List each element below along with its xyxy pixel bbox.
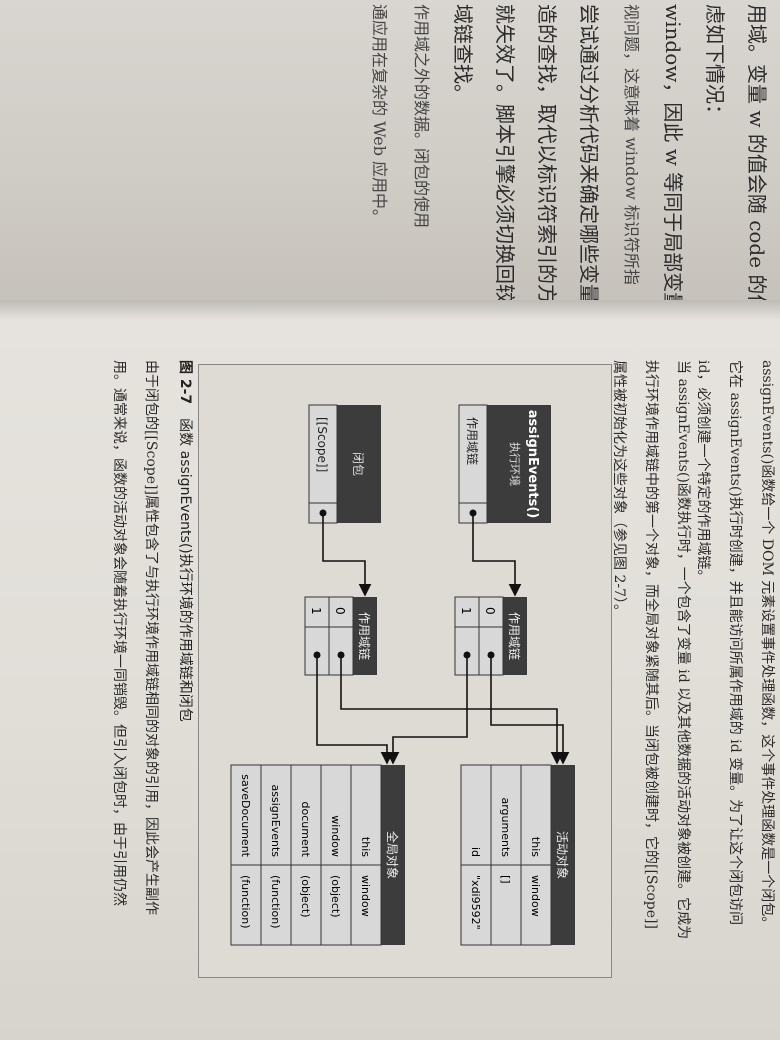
rotated-page-content: assignEvents()函数给一个 DOM 元素设置事件处理函数，这个事件处… [0, 300, 780, 1040]
exec-context-box: assignEvents() 执行环境 作用域链 [458, 404, 551, 524]
text-line: 用。通常来说，函数的活动对象会随着执行环境一同销毁。但引入闭包时，由于引用仍然 [111, 360, 127, 906]
text-line: 它在 assignEvents()执行时创建，并且能访问所属作用域的 id 变量… [727, 360, 743, 926]
index-1: 1 [309, 607, 323, 615]
previous-page-line: 通应用在复杂的 Web 应用中。 [370, 4, 389, 226]
previous-page-line: 视问题，这意味着 window 标识符所指 [622, 4, 641, 285]
paragraph-closure-intro: assignEvents()函数给一个 DOM 元素设置事件处理函数，这个事件处… [684, 360, 780, 1020]
activation-value: "xdi9592" [469, 875, 482, 930]
arrow-closure-to-chain [322, 513, 372, 597]
caption-label: 图 2-7 [177, 360, 193, 405]
previous-page-line: window，因此 w 等同于局部变量 window [661, 4, 685, 397]
global-object: 全局对象 this window window (object) documen… [230, 764, 405, 946]
index-1: 1 [459, 607, 473, 615]
activation-object: 活动对象 this window arguments [] id "xdi959… [460, 764, 575, 946]
global-value: (function) [239, 875, 252, 929]
previous-page-line: 就失效了。脚本引擎必须切换回较 [493, 4, 517, 304]
activation-key: this [529, 837, 542, 857]
figure-caption: 图 2-7 函数 assignEvents()执行环境的作用域链和闭包 [176, 360, 196, 722]
caption-text: 函数 assignEvents()执行环境的作用域链和闭包 [177, 418, 193, 722]
previous-page-line: 作用域之外的数据。闭包的使用 [412, 4, 431, 229]
index-0: 0 [333, 607, 347, 615]
figure-2-7: assignEvents() 执行环境 作用域链 闭包 [[Scope]] [198, 364, 612, 978]
previous-page-line: 尝试通过分析代码来确定哪些变量 [577, 4, 601, 304]
paragraph-side-effect: 由于闭包的[[Scope]]属性包含了与执行环境作用域链相同的对象的引用，因此会… [100, 360, 164, 1020]
text-line: 执行环境作用域链中的第一个对象，而全局对象紧随其后。当闭包被创建时，它的[[Sc… [643, 360, 659, 929]
previous-page-line: 用域。变量 w 的值会随 code 的值改变 [745, 4, 769, 355]
exec-context-title: assignEvents() [525, 410, 540, 519]
arrow-chain1-to-activation [490, 655, 570, 765]
global-value: (function) [269, 875, 282, 929]
activation-title: 活动对象 [555, 831, 569, 879]
previous-page: 用域。变量 w 的值会随 code 的值改变 虑如下情况： window，因此 … [0, 0, 780, 397]
arrow-chain2-to-activation [340, 655, 564, 765]
scope-chain-title: 作用域链 [357, 612, 372, 660]
arrow-exec-to-chain [472, 513, 522, 597]
activation-value: window [529, 875, 542, 917]
previous-page-text: 用域。变量 w 的值会随 code 的值改变 虑如下情况： window，因此 … [352, 4, 772, 397]
previous-page-line: 虑如下情况： [703, 4, 727, 124]
global-value: (object) [329, 875, 342, 917]
paragraph-activation: 当 assignEvents()函数执行时，一个包含了变量 id 以及其他数据的… [600, 360, 696, 1020]
previous-page-text-block: 用域。变量 w 的值会随 code 的值改变 虑如下情况： window，因此 … [0, 0, 780, 397]
global-key: window [329, 815, 342, 857]
global-key: document [299, 802, 312, 858]
closure-title: 闭包 [351, 452, 365, 476]
text-line: 由于闭包的[[Scope]]属性包含了与执行环境作用域链相同的对象的引用，因此会… [143, 360, 159, 915]
global-key: assignEvents [269, 785, 282, 858]
activation-key: arguments [499, 797, 512, 857]
global-value: window [359, 875, 372, 917]
scope-chain-diagram: assignEvents() 执行环境 作用域链 闭包 [[Scope]] [230, 404, 575, 946]
text-line: assignEvents()函数给一个 DOM 元素设置事件处理函数，这个事件处… [759, 360, 775, 931]
scope-chain-title: 作用域链 [507, 612, 522, 660]
arrow-chain2-to-global [316, 655, 394, 765]
previous-page-line: 域链查找。 [451, 4, 475, 104]
activation-value: [] [499, 875, 512, 884]
scope-chain-label: 作用域链 [465, 417, 480, 465]
activation-key: id [469, 847, 482, 857]
previous-page-line: 造的查找，取代以标识符索引的方 [535, 4, 559, 304]
reference-arrows [316, 513, 570, 765]
exec-context-subtitle: 执行环境 [508, 442, 522, 486]
scope-chain-table-closure: 作用域链 0 1 [304, 596, 377, 676]
global-key: this [359, 837, 372, 857]
closure-box: 闭包 [[Scope]] [308, 404, 381, 524]
book-page: assignEvents()函数给一个 DOM 元素设置事件处理函数，这个事件处… [0, 300, 780, 1040]
global-value: (object) [299, 875, 312, 917]
text-line: 当 assignEvents()函数执行时，一个包含了变量 id 以及其他数据的… [675, 360, 691, 940]
global-key: saveDocument [239, 774, 252, 857]
global-title: 全局对象 [385, 831, 400, 879]
scope-chain-table-exec: 作用域链 0 1 [454, 596, 527, 676]
index-0: 0 [483, 607, 497, 615]
arrow-chain1-to-global [386, 655, 468, 765]
closure-scope-label: [[Scope]] [315, 417, 329, 472]
